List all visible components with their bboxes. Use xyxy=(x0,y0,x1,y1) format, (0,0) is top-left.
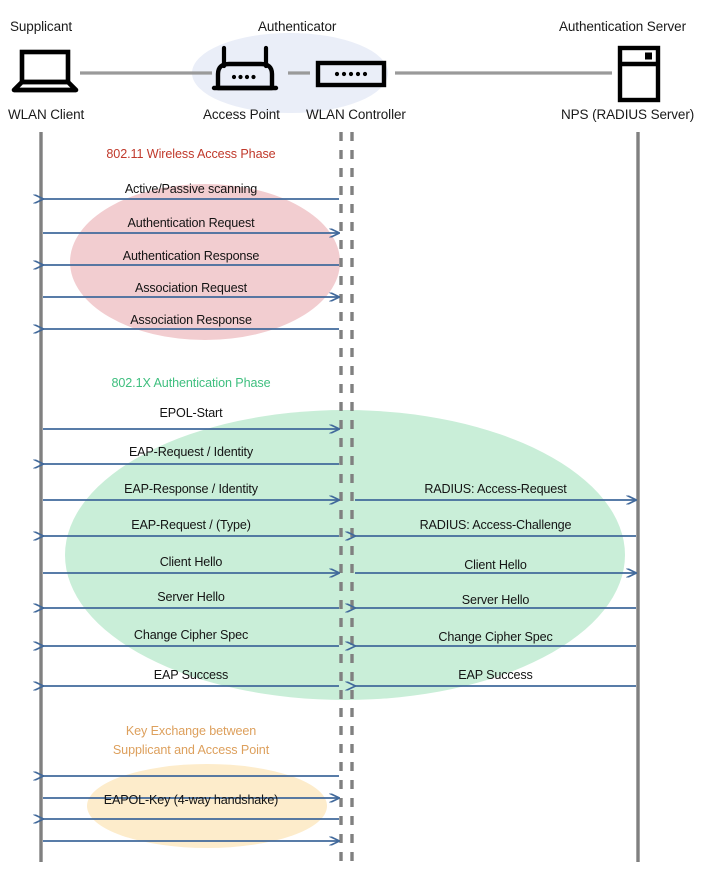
message-label-eap-request-identity: EAP-Request / Identity xyxy=(128,445,254,459)
message-label-epol-start: EPOL-Start xyxy=(159,406,223,420)
actor-name-wlan-client: WLAN Client xyxy=(8,107,85,122)
actor-role-authenticator: Authenticator xyxy=(258,19,337,34)
actor-name-wlan-controller: WLAN Controller xyxy=(306,107,406,122)
phase-key-exchange-arrows xyxy=(43,776,339,841)
message-label-eapol-key-handshake: EAPOL-Key (4-way handshake) xyxy=(103,793,279,807)
message-label-client-hello-left: Client Hello xyxy=(159,555,223,569)
message-label-eap-response-identity: EAP-Response / Identity xyxy=(124,482,258,496)
phase-title-802-11: 802.11 Wireless Access Phase xyxy=(106,147,276,161)
message-label-change-cipher-spec-right: Change Cipher Spec xyxy=(438,630,553,644)
phase-title-802-1x: 802.1X Authentication Phase xyxy=(111,376,271,390)
message-label-change-cipher-spec-left: Change Cipher Spec xyxy=(133,628,249,642)
server-tower-icon xyxy=(617,45,661,103)
message-label-client-hello-right: Client Hello xyxy=(464,558,527,572)
phase-key-exchange-ellipse xyxy=(87,764,327,848)
message-label-association-request: Association Request xyxy=(135,281,247,295)
phase-title-key-exchange-line2: Supplicant and Access Point xyxy=(112,743,270,757)
wireless-router-icon xyxy=(211,45,279,91)
message-label-eap-success-left: EAP Success xyxy=(153,668,229,682)
actor-role-auth-server: Authentication Server xyxy=(559,19,686,34)
message-label-radius-access-challenge: RADIUS: Access-Challenge xyxy=(419,518,572,532)
message-label-server-hello-left: Server Hello xyxy=(157,590,225,604)
phase-802-1x-ellipse xyxy=(65,410,625,700)
phase-802-11-arrows xyxy=(43,199,339,329)
message-label-association-response: Association Response xyxy=(130,313,252,327)
message-label-eap-request-type: EAP-Request / (Type) xyxy=(131,518,251,532)
message-label-radius-access-request: RADIUS: Access-Request xyxy=(424,482,567,496)
actor-role-supplicant: Supplicant xyxy=(10,19,73,34)
phase-802-1x-arrows xyxy=(43,429,636,686)
phase-title-key-exchange-line1: Key Exchange between xyxy=(125,724,257,738)
network-controller-icon xyxy=(315,60,387,88)
message-label-authentication-request: Authentication Request xyxy=(127,216,255,230)
message-label-active-passive-scanning: Active/Passive scanning xyxy=(124,182,258,196)
message-label-server-hello-right: Server Hello xyxy=(461,593,530,607)
actor-name-nps-radius-server: NPS (RADIUS Server) xyxy=(561,107,695,122)
phase-802-11-ellipse xyxy=(70,184,340,340)
message-label-eap-success-right: EAP Success xyxy=(458,668,533,682)
actor-name-access-point: Access Point xyxy=(203,107,280,122)
message-label-authentication-response: Authentication Response xyxy=(122,249,260,263)
laptop-icon xyxy=(11,49,79,93)
